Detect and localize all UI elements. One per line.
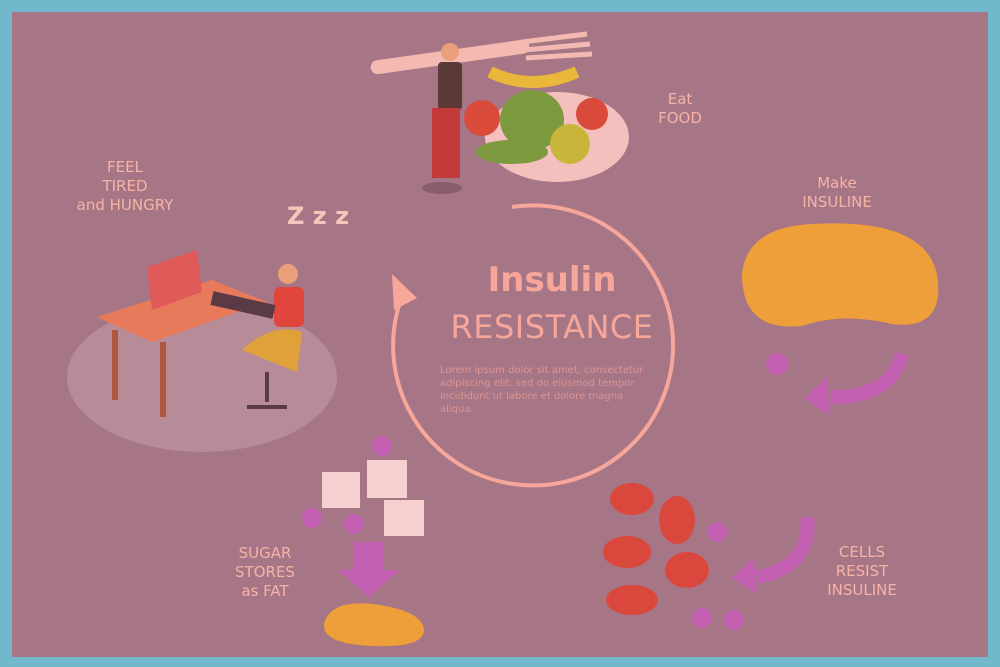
fat-icon [323,603,424,647]
man-figure [422,43,462,194]
step-make-insuline: Make INSULINE [782,174,892,212]
food-plate-icon [464,66,629,182]
step-label: CELLS [838,543,886,561]
curved-arrowhead-icon [804,377,830,416]
curved-arrow-icon [755,516,815,584]
step-label: FOOD [658,109,702,127]
step-cells-resist: CELLS RESIST INSULINE [802,543,922,600]
step-label: RESIST [835,562,889,580]
sleep-zzz-icon: Z z z [287,202,350,230]
step-label: as FAT [241,582,289,600]
cells-icon [603,483,744,630]
title-resistance: RESISTANCE [450,308,654,346]
step-label: INSULINE [802,193,872,211]
desk-scene [67,250,337,452]
step-eat-food: Eat FOOD [640,90,720,128]
step-sugar-stores: SUGAR STORES as FAT [220,544,310,601]
description-text: Lorem ipsum dolor sit amet, consectetur … [440,365,644,415]
cycle-arrowhead [392,274,417,310]
infographic: Eat FOOD Make INSULINE CELLS RESIST INSU… [12,12,988,657]
curved-arrowhead-icon [732,557,757,594]
step-label: SUGAR [238,544,292,562]
down-arrow-icon [338,542,400,597]
step-feel-tired: FEEL TIRED and HUNGRY [60,158,190,215]
step-label: TIRED [102,177,148,195]
insulin-molecule-icon [766,353,788,375]
step-label: Make [817,174,857,192]
pancreas-icon [742,223,939,327]
illustration [67,31,939,647]
step-label: INSULINE [827,581,897,599]
sugar-cubes-icon [302,436,424,536]
title-insulin: Insulin [487,260,617,300]
fork-icon [370,31,593,75]
step-label: and HUNGRY [76,196,174,214]
step-label: FEEL [107,158,143,176]
step-label: STORES [235,563,295,581]
step-label: Eat [667,90,693,108]
curved-arrow-icon [831,352,909,404]
cycle-circle [391,203,676,488]
